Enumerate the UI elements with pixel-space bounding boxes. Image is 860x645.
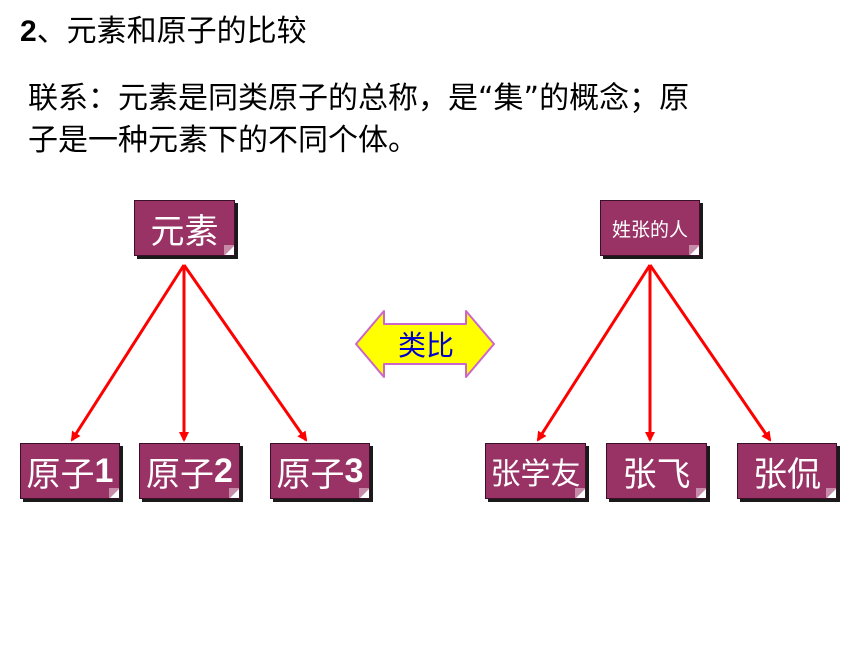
paragraph-line-1: 联系：元素是同类原子的总称，是“集”的概念；原: [28, 81, 690, 116]
zhang-child-3-box: 张侃: [737, 443, 837, 499]
atom-1-number: 1: [94, 451, 114, 490]
heading-number: 2: [20, 15, 37, 48]
relationship-paragraph: 联系：元素是同类原子的总称，是“集”的概念；原 子是一种元素下的不同个体。: [28, 78, 828, 162]
zhang-child-1-box: 张学友: [485, 443, 586, 499]
arrow-element-to-atom-1: [70, 264, 186, 442]
atom-3-label: 原子: [276, 454, 345, 495]
analogy-label: 类比: [397, 329, 454, 362]
section-heading: 2、元素和原子的比较: [20, 12, 307, 52]
zhang-child-2-box: 张飞: [606, 443, 707, 499]
heading-text: 、元素和原子的比较: [36, 14, 307, 49]
atom-2-label: 原子: [146, 454, 215, 495]
atom-2-number: 2: [214, 451, 233, 490]
surname-zhang-root-box: 姓张的人: [600, 200, 700, 256]
analogy-double-arrow: [355, 310, 495, 378]
atom-1-label: 原子: [26, 454, 95, 495]
atom-3-number: 3: [344, 451, 364, 490]
arrow-zhang-to-child-3: [648, 264, 772, 442]
arrow-zhang-to-child-1: [536, 264, 652, 442]
paragraph-line-2: 子是一种元素下的不同个体。: [28, 123, 418, 158]
element-root-box: 元素: [134, 200, 235, 256]
arrow-element-to-atom-3: [182, 264, 308, 442]
